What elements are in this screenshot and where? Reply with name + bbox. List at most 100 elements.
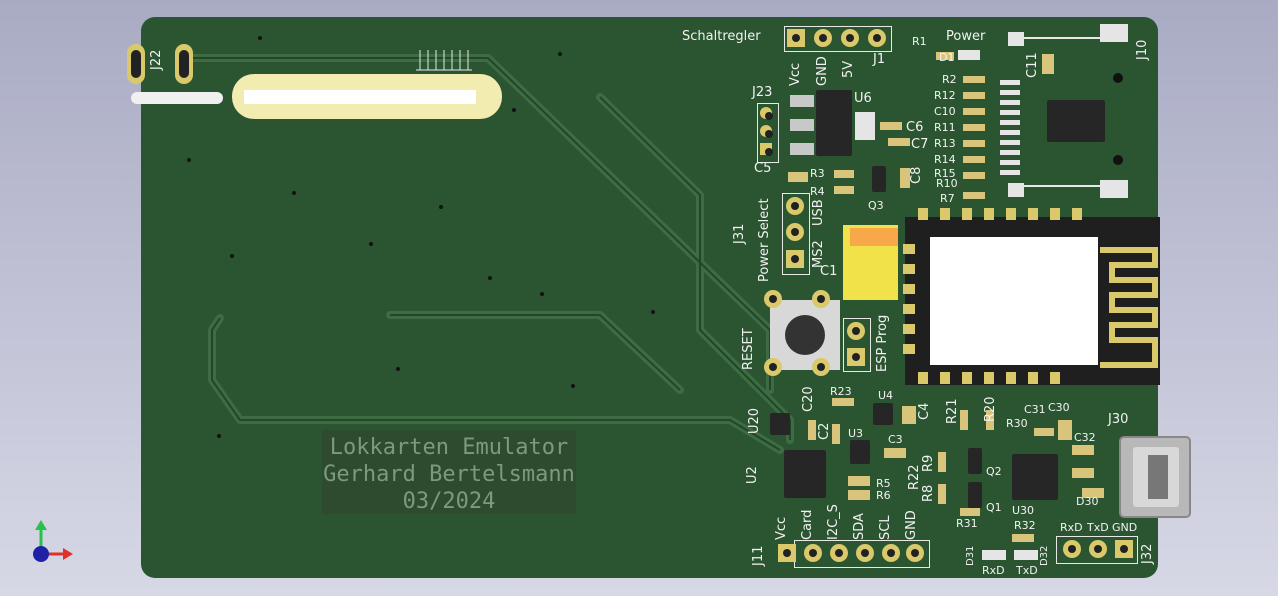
reset-pad [812,290,830,308]
label-vcc: Vcc [788,62,803,86]
label-c20: C20 [801,386,816,412]
label-c5: C5 [754,161,772,176]
label-gnd: GND [815,56,830,86]
smd-passive [832,424,840,444]
j11-pad-2 [804,544,822,562]
label-d30: D30 [1076,495,1099,508]
board-title-line-1: Lokkarten Emulator [329,435,569,460]
smd-passive [900,168,910,188]
smd-passive [1072,468,1094,478]
smd-passive [1034,428,1054,436]
label-u30: U30 [1012,504,1035,517]
board-title-line-3: 03/2024 [402,489,496,514]
smd-passive [902,406,916,424]
j31-pad-2 [786,223,804,241]
smd-passive [986,410,994,430]
label-r6: R6 [876,489,891,502]
label-r1: R1 [912,35,927,48]
j11-pad-5 [882,544,900,562]
smd-passive [963,192,985,199]
label-q2: Q2 [986,465,1002,478]
smd-passive [788,172,808,182]
smd-passive [963,108,985,115]
label-j11-scl: SCL [878,515,893,540]
j1-pad-2 [814,29,832,47]
j11-pad-6 [906,544,924,562]
smd-passive [1072,445,1094,455]
u6-regulator [816,90,852,156]
smd-passive [880,122,902,130]
smd-passive [963,76,985,83]
u4-ic [873,403,893,425]
label-c31: C31 [1024,403,1046,416]
smd-passive [884,448,906,458]
label-j11-vcc: Vcc [774,516,789,540]
d31-led [982,550,1006,560]
j23-pad [760,143,773,156]
label-txd-led: TxD [1016,564,1038,577]
smd-passive [936,52,954,60]
label-schaltregler: Schaltregler [682,29,761,44]
j31-pad-3 [786,250,804,268]
smd-passive [834,170,854,178]
smd-passive [848,476,870,486]
smd-passive [1082,488,1104,498]
label-r2: R2 [942,73,957,86]
label-r12: R12 [934,89,956,102]
reset-pad [764,358,782,376]
label-u20: U20 [747,407,762,434]
esp-prog-outline [843,318,871,372]
label-r5: R5 [876,477,891,490]
label-j32: J32 [1140,543,1155,564]
via [369,242,373,246]
via [439,205,443,209]
label-c8: C8 [909,166,924,184]
esp-prog-pad-1 [847,322,865,340]
label-5v: 5V [841,60,856,78]
u2-ic [784,450,826,498]
u6-pin [790,119,814,131]
label-r8: R8 [921,484,936,502]
j1-pad-4 [868,29,886,47]
label-j11-sda: SDA [852,513,867,540]
label-r31: R31 [956,517,978,530]
j11-pad-3 [830,544,848,562]
label-c30: C30 [1048,401,1070,414]
label-u6: U6 [854,91,872,106]
label-j11-gnd: GND [904,510,919,540]
j32-pad-3 [1115,540,1133,558]
label-c32: C32 [1074,431,1096,444]
q3-transistor [872,166,886,192]
via [558,52,562,56]
label-c1: C1 [820,264,838,279]
label-c6: C6 [906,120,924,135]
d1-led [958,50,980,60]
label-c7: C7 [911,137,929,152]
via [651,310,655,314]
smd-passive [808,420,816,440]
label-j11-card: Card [800,509,815,540]
label-gnd-j32: GND [1112,521,1138,534]
via [396,367,400,371]
label-r32: R32 [1014,519,1036,532]
smd-passive [963,156,985,163]
label-j10: J10 [1135,39,1150,60]
label-r30: R30 [1006,417,1028,430]
smd-passive [938,484,946,504]
axis-gizmo-icon [33,520,73,562]
smd-passive [1058,420,1072,440]
u30-ic [1012,454,1058,500]
label-d1: D1 [939,51,955,64]
label-txd: TxD [1087,521,1109,534]
label-u2: U2 [745,466,760,484]
u6-tab [855,112,875,140]
label-r9: R9 [921,454,936,472]
smd-passive [1042,54,1054,74]
j1-outline [784,26,892,52]
label-q1: Q1 [986,501,1002,514]
smd-passive [938,452,946,472]
j23-pad [760,107,773,120]
label-r15: R15 [934,167,956,180]
label-c3: C3 [888,433,903,446]
